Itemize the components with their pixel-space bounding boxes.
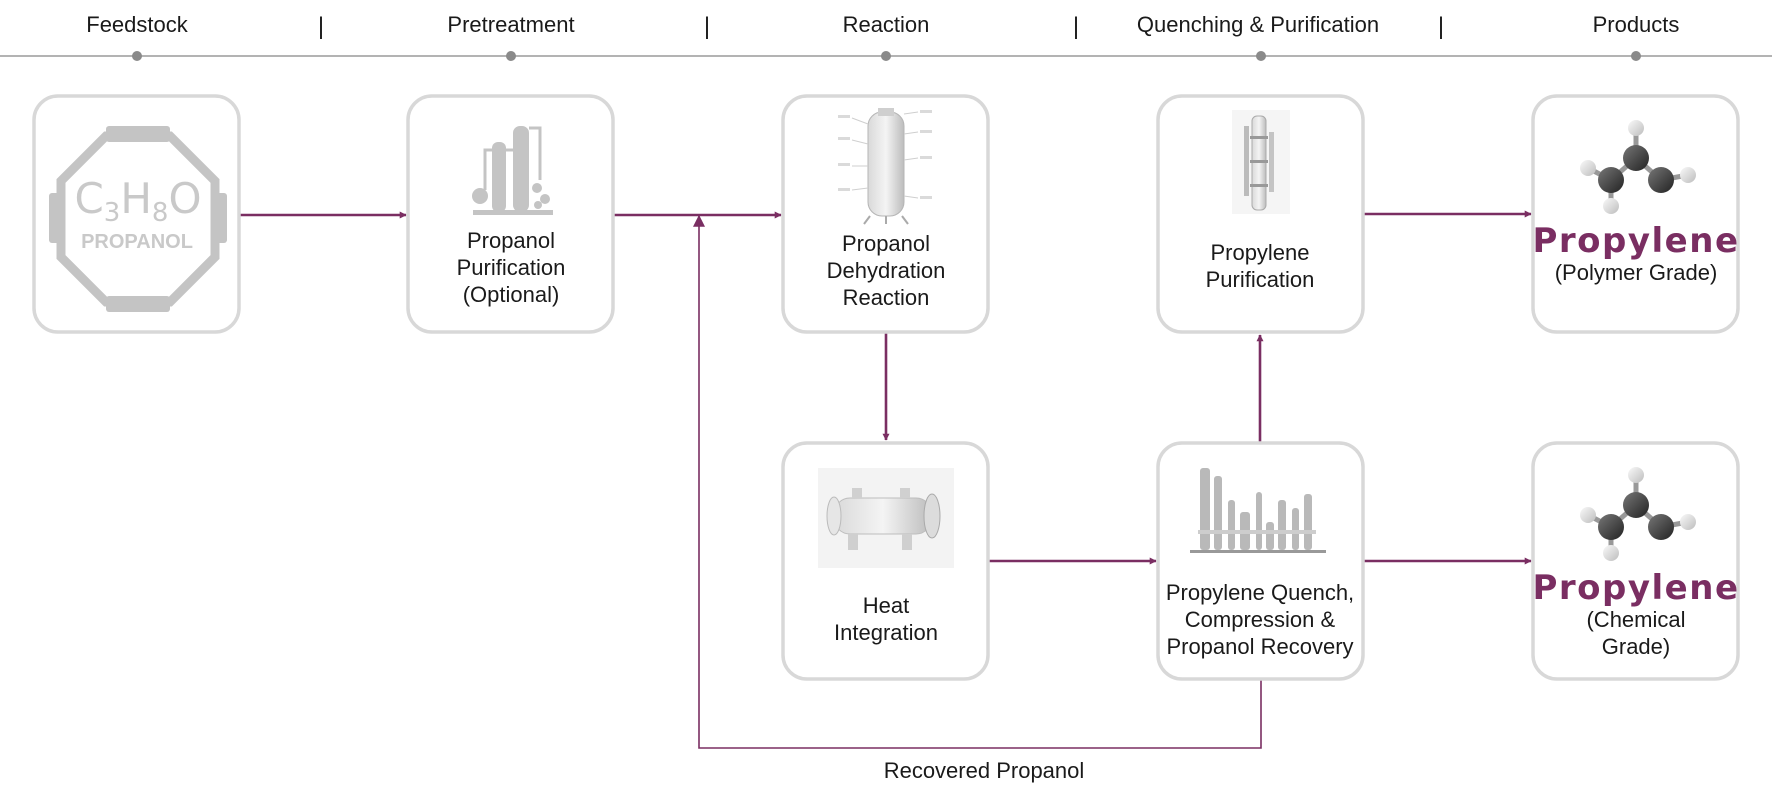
distillation-column-icon [1232, 110, 1290, 214]
timeline-dot [506, 51, 516, 61]
recycle-label: Recovered Propanol [884, 758, 1085, 783]
propanol-text: PROPANOL [81, 231, 193, 253]
product-name: Propylene [1532, 221, 1739, 261]
stage-separator: | [1073, 13, 1079, 40]
box-label-line: Propanol [842, 231, 930, 256]
heat-exchanger-icon [818, 468, 954, 568]
stage-pretreatment: Pretreatment [447, 12, 574, 37]
box-label-line: Compression & [1185, 607, 1336, 632]
refinery-plant-icon [1190, 468, 1326, 553]
stage-separator: | [704, 13, 710, 40]
box-label-line: Propanol [467, 228, 555, 253]
box-label-line: Propylene [1210, 240, 1309, 265]
distillation-plant-icon [472, 126, 553, 215]
svg-text:C3H8O: C3H8O [74, 174, 201, 228]
dehydration-reaction-box: Propanol Dehydration Reaction [781, 94, 990, 334]
box-label-line: Propanol Recovery [1166, 634, 1353, 659]
recycle-line [693, 214, 1262, 749]
box-label-line: Integration [834, 620, 938, 645]
propylene-purification-box: Propylene Purification [1156, 94, 1365, 334]
stage-separator: | [318, 13, 324, 40]
product-name: Propylene [1532, 568, 1739, 608]
box-label-line: Propylene Quench, [1166, 580, 1354, 605]
box-label-line: Dehydration [827, 258, 946, 283]
propanol-purification-box: Propanol Purification (Optional) [406, 94, 615, 334]
timeline-dot [881, 51, 891, 61]
reactor-vessel-icon [838, 108, 932, 225]
product-grade: (Chemical [1586, 607, 1685, 632]
box-outline [1531, 94, 1740, 334]
timeline [0, 51, 1772, 61]
box-label-line: Purification [1206, 267, 1315, 292]
quench-compression-recovery-box: Propylene Quench, Compression & Propanol… [1156, 441, 1365, 681]
stage-feedstock: Feedstock [86, 12, 188, 37]
stage-reaction: Reaction [843, 12, 930, 37]
box-label-line: Purification [457, 255, 566, 280]
heat-integration-box: Heat Integration [781, 441, 990, 681]
timeline-dot [132, 51, 142, 61]
stage-quenching-purification: Quenching & Purification [1137, 12, 1379, 37]
timeline-dot [1256, 51, 1266, 61]
propanol-octagon-icon: C3H8O PROPANOL [49, 126, 227, 312]
box-outline [1531, 441, 1740, 681]
product-grade: Grade) [1602, 634, 1670, 659]
box-label-line: Heat [863, 593, 909, 618]
product-polymer-grade-box: Propylene (Polymer Grade) [1531, 94, 1740, 334]
timeline-dot [1631, 51, 1641, 61]
product-chemical-grade-box: Propylene (Chemical Grade) [1531, 441, 1740, 681]
stage-separator: | [1438, 13, 1444, 40]
product-grade: (Polymer Grade) [1555, 260, 1718, 285]
stage-products: Products [1593, 12, 1680, 37]
feedstock-box: C3H8O PROPANOL [32, 94, 241, 334]
box-label-line: (Optional) [463, 282, 560, 307]
box-label-line: Reaction [843, 285, 930, 310]
